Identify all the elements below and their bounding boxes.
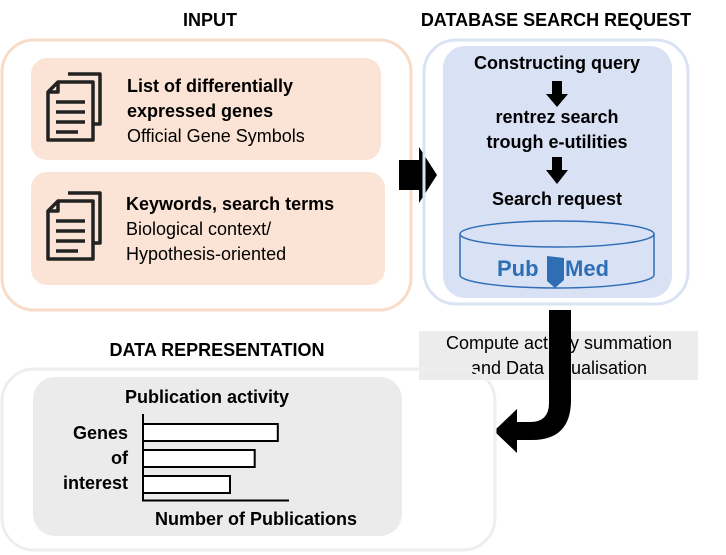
y-label-line1: Genes bbox=[73, 423, 128, 443]
bar-group bbox=[142, 423, 279, 494]
chart-bar bbox=[142, 449, 256, 468]
document-icon bbox=[46, 191, 102, 261]
step-search-request: Search request bbox=[492, 189, 622, 209]
representation-panel bbox=[0, 367, 497, 552]
genes-subtitle: Official Gene Symbols bbox=[127, 126, 305, 146]
step-rentrez-line2: trough e-utilities bbox=[487, 132, 628, 152]
down-arrow-icon bbox=[546, 157, 568, 184]
x-axis-label: Number of Publications bbox=[155, 509, 357, 529]
input-card-genes bbox=[31, 58, 381, 160]
y-label-line3: interest bbox=[63, 473, 128, 493]
representation-heading: DATA REPRESENTATION bbox=[110, 340, 325, 360]
y-label-line2: of bbox=[111, 448, 129, 468]
genes-title-line1: List of differentially bbox=[127, 76, 293, 96]
document-icon bbox=[46, 72, 102, 142]
step-rentrez-line1: rentrez search bbox=[495, 107, 618, 127]
keywords-subtitle-line1: Biological context/ bbox=[126, 219, 271, 239]
pubmed-logo: Pub Med bbox=[497, 256, 609, 288]
input-card-keywords bbox=[31, 172, 385, 285]
pubmed-logo-left: Pub bbox=[497, 256, 539, 281]
input-heading: INPUT bbox=[183, 10, 237, 30]
database-heading: DATABASE SEARCH REQUEST bbox=[421, 10, 691, 30]
right-arrow-icon bbox=[399, 147, 437, 203]
chart-title: Publication activity bbox=[125, 387, 289, 407]
keywords-subtitle-line2: Hypothesis-oriented bbox=[126, 244, 286, 264]
chart-bar bbox=[142, 423, 279, 442]
chart-bar bbox=[142, 475, 231, 494]
down-arrow-icon bbox=[546, 81, 568, 107]
step-constructing-query: Constructing query bbox=[474, 53, 640, 73]
keywords-title: Keywords, search terms bbox=[126, 194, 334, 214]
bookmark-icon bbox=[547, 256, 564, 288]
genes-title-line2: expressed genes bbox=[127, 101, 273, 121]
pubmed-logo-right: Med bbox=[565, 256, 609, 281]
curved-arrow-icon bbox=[494, 310, 571, 453]
database-panel bbox=[422, 38, 690, 306]
